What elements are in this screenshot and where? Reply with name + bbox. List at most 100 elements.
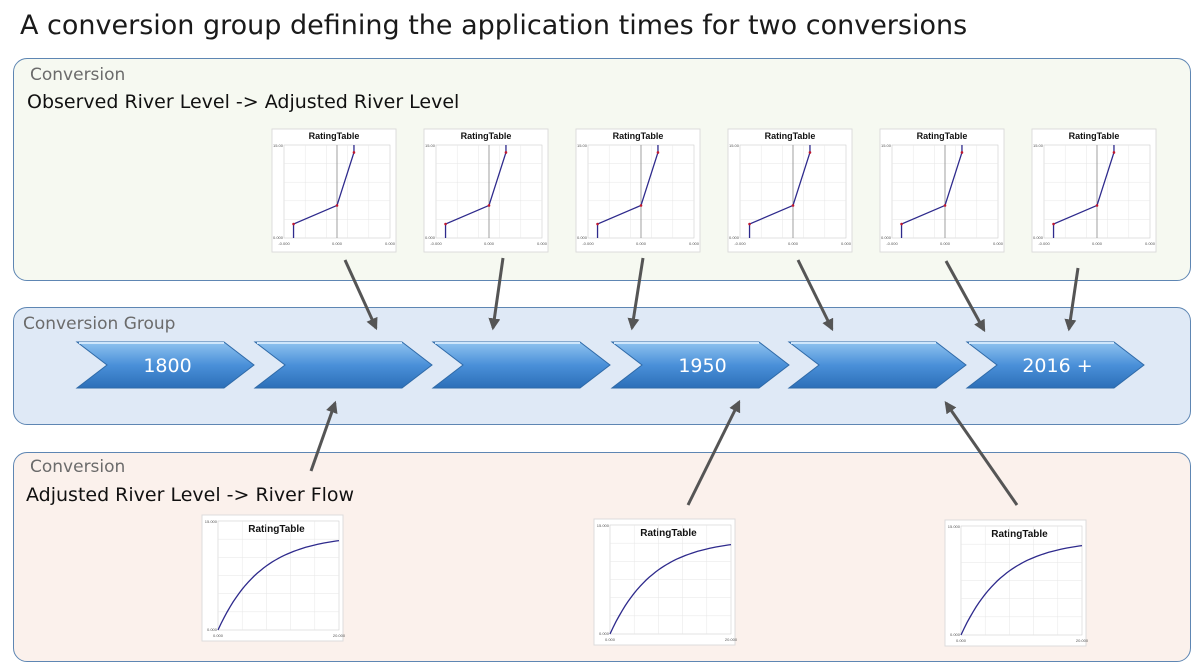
diagram-title: A conversion group defining the applicat…	[20, 10, 968, 41]
x-tick-label: 0.000	[484, 241, 495, 246]
y-tick-label: 0.000	[1033, 235, 1044, 240]
connector-arrow	[686, 399, 741, 506]
x-tick-label: 20.000	[1076, 638, 1089, 643]
y-tick-label: 0.000	[207, 627, 218, 632]
chart-title: RatingTable	[640, 528, 697, 539]
timeline-segment-6: 2016 +	[965, 341, 1145, 389]
x-tick-label: 0.000	[940, 241, 951, 246]
connector-arrow	[627, 257, 645, 331]
y-tick-label: 15.00	[273, 143, 284, 148]
connector-arrow	[309, 400, 338, 472]
bottom-panel-subtitle: Adjusted River Level -> River Flow	[26, 484, 355, 506]
x-tick-label: 0.000	[841, 241, 852, 246]
timeline-chevrons: 1800 1950 2016 +	[75, 341, 1145, 389]
y-tick-label: 0.000	[273, 235, 284, 240]
x-tick-label: -0.000	[278, 241, 290, 246]
chevron-shape	[253, 341, 433, 389]
rating-point	[900, 222, 903, 226]
rating-point	[808, 151, 812, 154]
rating-point	[943, 204, 947, 207]
rating-curve	[609, 543, 732, 635]
rating-point	[352, 151, 356, 154]
x-tick-label: -0.000	[430, 241, 442, 246]
y-tick-label: 15.00	[577, 143, 588, 148]
x-tick-label: 0.000	[956, 638, 967, 643]
y-tick-label: 15.00	[425, 143, 436, 148]
top-panel-subtitle: Observed River Level -> Adjusted River L…	[27, 91, 460, 113]
x-tick-label: 0.000	[605, 637, 616, 642]
x-tick-label: 0.000	[537, 241, 548, 246]
y-tick-label: 0.000	[950, 632, 961, 637]
connector-arrow	[488, 257, 505, 331]
x-tick-label: 0.000	[213, 633, 224, 638]
x-tick-label: -0.000	[1038, 241, 1050, 246]
y-tick-label: 0.000	[881, 235, 892, 240]
chevron-shape	[787, 341, 967, 389]
y-tick-label: 15.00	[881, 143, 892, 148]
rating-point	[596, 222, 599, 226]
y-tick-label: 0.000	[729, 235, 740, 240]
connector-arrow	[1064, 267, 1080, 332]
chart-title: RatingTable	[461, 131, 512, 141]
top-panel-label: Conversion	[30, 65, 126, 85]
rating-point	[639, 204, 643, 207]
timeline-segment-label: 1800	[143, 355, 191, 377]
connector-arrow	[944, 260, 986, 333]
bottom-panel-label: Conversion	[30, 457, 126, 477]
x-tick-label: -0.000	[582, 241, 594, 246]
rating-point	[335, 204, 339, 207]
chart-title: RatingTable	[765, 131, 816, 141]
rating-point	[960, 151, 964, 154]
rating-point	[444, 222, 447, 226]
timeline-segment-2	[253, 341, 433, 389]
x-tick-label: 20.000	[725, 637, 738, 642]
rating-point	[487, 204, 491, 207]
x-tick-label: 0.000	[993, 241, 1004, 246]
chart-title: RatingTable	[309, 131, 360, 141]
timeline-segment-4: 1950	[610, 341, 790, 389]
x-tick-label: 0.000	[636, 241, 647, 246]
chart-title: RatingTable	[248, 524, 305, 535]
chart-title: RatingTable	[991, 529, 1048, 540]
x-tick-label: -0.000	[886, 241, 898, 246]
y-tick-label: 0.000	[425, 235, 436, 240]
y-tick-label: 15.000	[948, 524, 961, 529]
x-tick-label: 0.000	[689, 241, 700, 246]
chart-title: RatingTable	[1069, 131, 1120, 141]
rating-point	[791, 204, 795, 207]
timeline-segment-1: 1800	[75, 341, 255, 389]
chart-title: RatingTable	[917, 131, 968, 141]
x-tick-label: 0.000	[788, 241, 799, 246]
rating-point	[748, 222, 751, 226]
x-tick-label: 0.000	[385, 241, 396, 246]
connector-arrows	[309, 257, 1080, 506]
y-tick-label: 15.00	[729, 143, 740, 148]
rating-point	[292, 222, 295, 226]
rating-point	[504, 151, 508, 154]
rating-point	[1095, 204, 1099, 207]
y-tick-label: 15.000	[205, 519, 218, 524]
timeline-segment-label: 2016 +	[1022, 355, 1092, 377]
x-tick-label: -0.000	[734, 241, 746, 246]
connector-arrow	[343, 259, 378, 331]
chart-title: RatingTable	[613, 131, 664, 141]
timeline-segment-5	[787, 341, 967, 389]
y-tick-label: 0.000	[599, 631, 610, 636]
connector-arrow	[796, 259, 834, 332]
chevron-shape	[431, 341, 611, 389]
x-tick-label: 0.000	[1145, 241, 1156, 246]
rating-point	[656, 151, 660, 154]
connector-arrow	[944, 401, 1019, 506]
x-tick-label: 20.000	[333, 633, 346, 638]
